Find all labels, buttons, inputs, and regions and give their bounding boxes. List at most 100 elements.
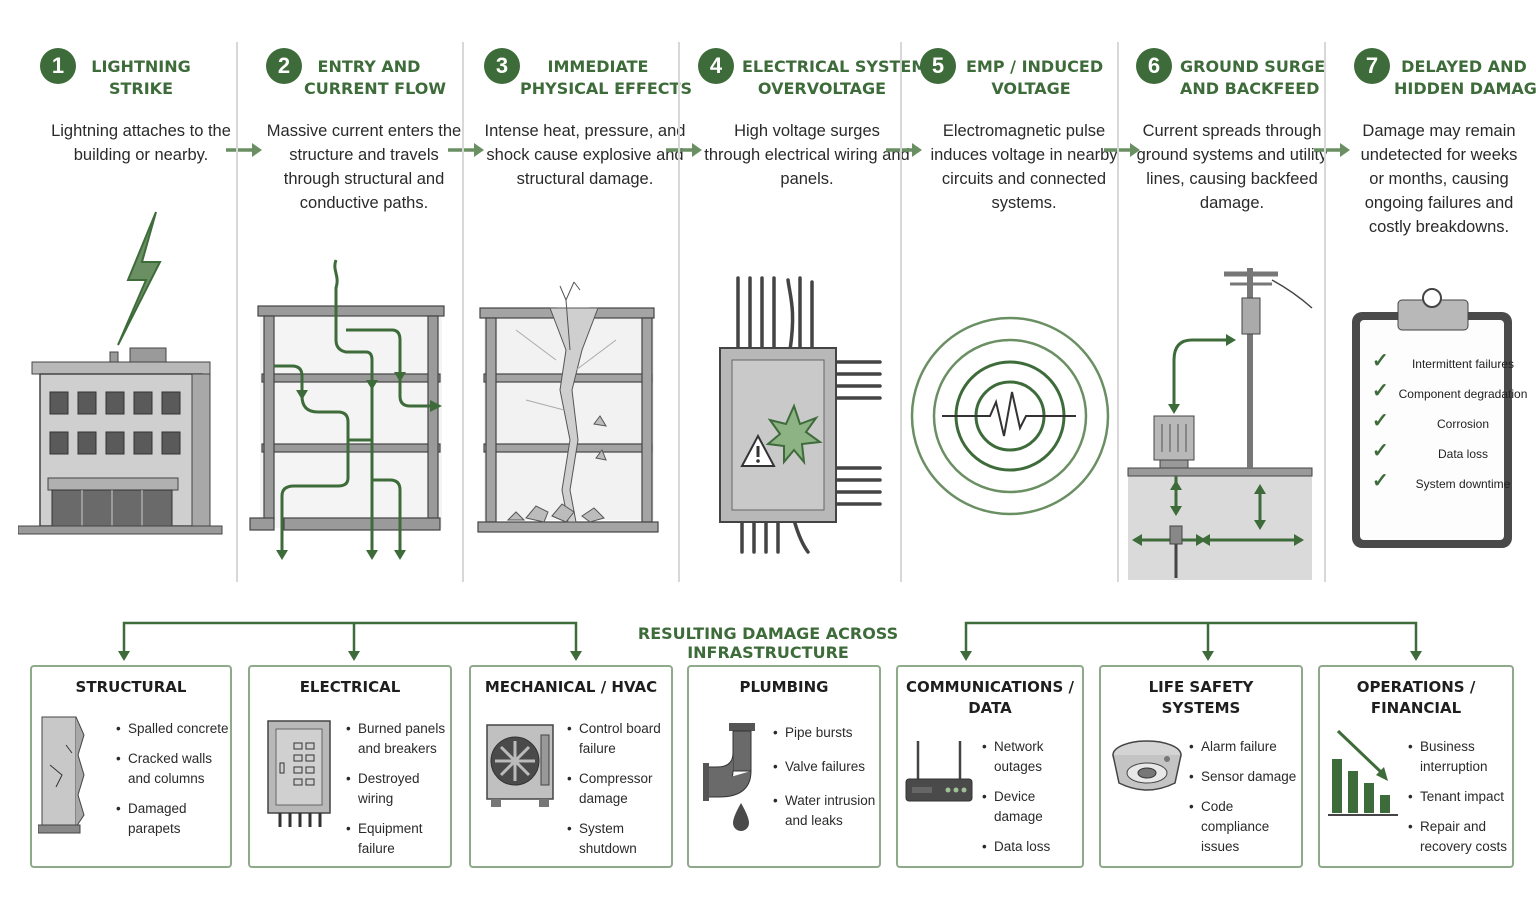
- stage-lightning-strike: 1 LIGHTNING STRIKE Lightning attaches to…: [18, 0, 238, 590]
- electromagnetic-pulse-icon: [910, 316, 1110, 516]
- damage-card-communications-data: COMMUNICATIONS / DATA Network outages De…: [896, 665, 1084, 868]
- card-title: LIFE SAFETY SYSTEMS: [1101, 677, 1301, 719]
- cracked-column-icon: [38, 716, 85, 834]
- card-list-item: Water intrusion and leaks: [773, 791, 881, 831]
- card-item-list: Alarm failure Sensor damage Code complia…: [1189, 737, 1303, 867]
- card-list-item: Alarm failure: [1189, 737, 1303, 757]
- card-item-list: Business interruption Tenant impact Repa…: [1408, 737, 1514, 867]
- stage-title-line: ENTRY AND: [317, 57, 421, 76]
- stage-title-line: CURRENT FLOW: [304, 79, 446, 98]
- stage-electrical-overvoltage: 4 ELECTRICAL SYSTEM OVERVOLTAGE High vol…: [690, 0, 927, 590]
- stage-title: LIGHTNING STRIKE: [86, 56, 196, 100]
- card-item-list: Burned panels and breakers Destroyed wir…: [346, 719, 450, 869]
- card-item-list: Spalled concrete Cracked walls and colum…: [116, 719, 234, 849]
- card-title-line: PLUMBING: [739, 678, 829, 696]
- stage-divider: [236, 42, 238, 582]
- stage-title-line: EMP / INDUCED: [966, 57, 1104, 76]
- checklist-item: Component degradation: [1372, 383, 1528, 402]
- card-title-line: SYSTEMS: [1161, 699, 1241, 717]
- card-list-item: Spalled concrete: [116, 719, 234, 739]
- card-list-item: Repair and recovery costs: [1408, 817, 1514, 857]
- flow-arrow-icon: [1314, 143, 1350, 157]
- stage-title-line: VOLTAGE: [991, 79, 1071, 98]
- card-title: COMMUNICATIONS / DATA: [898, 677, 1082, 719]
- stage-delayed-hidden-damage: 7 DELAYED AND HIDDEN DAMAGE Damage may r…: [1332, 0, 1536, 590]
- card-list-item: Cracked walls and columns: [116, 749, 234, 789]
- stage-title: GROUND SURGE AND BACKFEED: [1180, 56, 1326, 100]
- cracked-structure-icon: [477, 281, 659, 533]
- stage-description: Damage may remain undetected for weeks o…: [1360, 122, 1518, 236]
- step-number-badge: 4: [698, 48, 734, 84]
- breaker-panel-icon: [267, 720, 331, 827]
- card-list-item: Equipment failure: [346, 819, 450, 859]
- stage-title: EMP / INDUCED VOLTAGE: [966, 56, 1104, 100]
- stage-divider: [900, 42, 902, 582]
- step-number-badge: 2: [266, 48, 302, 84]
- card-list-item: Business interruption: [1408, 737, 1514, 777]
- card-list-item: Pipe bursts: [773, 723, 881, 743]
- card-list-item: Device damage: [982, 787, 1084, 827]
- damage-card-electrical: ELECTRICAL Burned panels and breakers De…: [248, 665, 452, 868]
- stage-title-line: AND BACKFEED: [1180, 79, 1320, 98]
- checklist-item: Intermittent failures: [1372, 353, 1528, 372]
- stage-title-line: PHYSICAL EFFECTS: [520, 79, 692, 98]
- card-title-line: FINANCIAL: [1370, 699, 1462, 717]
- card-title: ELECTRICAL: [250, 677, 450, 698]
- ground-surge-utility-pole-icon: [1127, 268, 1313, 580]
- card-title-line: OPERATIONS /: [1356, 678, 1476, 696]
- checklist-item: Data loss: [1372, 443, 1528, 462]
- stage-divider: [1117, 42, 1119, 582]
- stage-title-line: GROUND SURGE: [1180, 57, 1326, 76]
- stage-description: High voltage surges through electrical w…: [704, 122, 910, 188]
- card-title: MECHANICAL / HVAC: [471, 677, 671, 698]
- stage-title: IMMEDIATE PHYSICAL EFFECTS: [520, 56, 692, 100]
- card-title: OPERATIONS / FINANCIAL: [1320, 677, 1512, 719]
- card-item-list: Pipe bursts Valve failures Water intrusi…: [773, 723, 881, 841]
- smoke-detector-icon: [1112, 740, 1182, 791]
- stage-divider: [462, 42, 464, 582]
- damage-card-operations-financial: OPERATIONS / FINANCIAL Business interrup…: [1318, 665, 1514, 868]
- stage-title-line: OVERVOLTAGE: [757, 79, 887, 98]
- card-list-item: Destroyed wiring: [346, 769, 450, 809]
- stage-title-line: HIDDEN DAMAGE: [1394, 79, 1536, 98]
- card-title: STRUCTURAL: [32, 677, 230, 698]
- damage-connector-lines: [118, 621, 1422, 661]
- damage-card-life-safety-systems: LIFE SAFETY SYSTEMS Alarm failure Sensor…: [1099, 665, 1303, 868]
- card-title-line: LIFE SAFETY: [1148, 678, 1254, 696]
- stage-title-line: LIGHTNING: [91, 57, 191, 76]
- stage-title-line: DELAYED AND: [1401, 57, 1527, 76]
- damage-card-structural: STRUCTURAL Spalled concrete Cracked wall…: [30, 665, 232, 868]
- damage-card-mechanical-hvac: MECHANICAL / HVAC Control board failure …: [469, 665, 673, 868]
- step-number-badge: 5: [920, 48, 956, 84]
- checklist-item: Corrosion: [1372, 413, 1528, 432]
- step-number-badge: 1: [40, 48, 76, 84]
- hvac-unit-icon: [486, 724, 554, 807]
- card-title: PLUMBING: [689, 677, 879, 698]
- stage-immediate-physical-effects: 3 IMMEDIATE PHYSICAL EFFECTS Intense hea…: [466, 0, 692, 590]
- stage-title-line: STRIKE: [108, 79, 174, 98]
- damage-card-plumbing: PLUMBING Pipe bursts Valve failures Wate…: [687, 665, 881, 868]
- router-icon: [905, 741, 973, 802]
- stage-title-line: IMMEDIATE: [547, 57, 649, 76]
- pipe-leak-icon: [703, 723, 755, 831]
- stage-title: ELECTRICAL SYSTEM OVERVOLTAGE: [742, 56, 927, 100]
- card-list-item: Network outages: [982, 737, 1084, 777]
- stage-divider: [678, 42, 680, 582]
- card-list-item: Tenant impact: [1408, 787, 1514, 807]
- card-list-item: Valve failures: [773, 757, 881, 777]
- resulting-damage-heading: RESULTING DAMAGE ACROSS INFRASTRUCTURE: [637, 624, 899, 662]
- card-list-item: System shutdown: [567, 819, 673, 859]
- current-flow-through-frame-icon: [249, 259, 445, 560]
- stage-description: Electromagnetic pulse induces voltage in…: [930, 122, 1118, 212]
- stage-description: Lightning attaches to the building or ne…: [51, 122, 231, 164]
- card-list-item: Damaged parapets: [116, 799, 234, 839]
- card-list-item: Code compliance issues: [1189, 797, 1303, 857]
- card-title-line: COMMUNICATIONS /: [905, 678, 1074, 696]
- card-item-list: Control board failure Compressor damage …: [567, 719, 673, 869]
- card-title-line: ELECTRICAL: [299, 678, 401, 696]
- stage-title: ENTRY AND CURRENT FLOW: [304, 56, 446, 100]
- stage-divider: [1324, 42, 1326, 582]
- electrical-panel-surge-icon: [719, 276, 882, 554]
- step-number-badge: 6: [1136, 48, 1172, 84]
- card-list-item: Data loss: [982, 837, 1084, 857]
